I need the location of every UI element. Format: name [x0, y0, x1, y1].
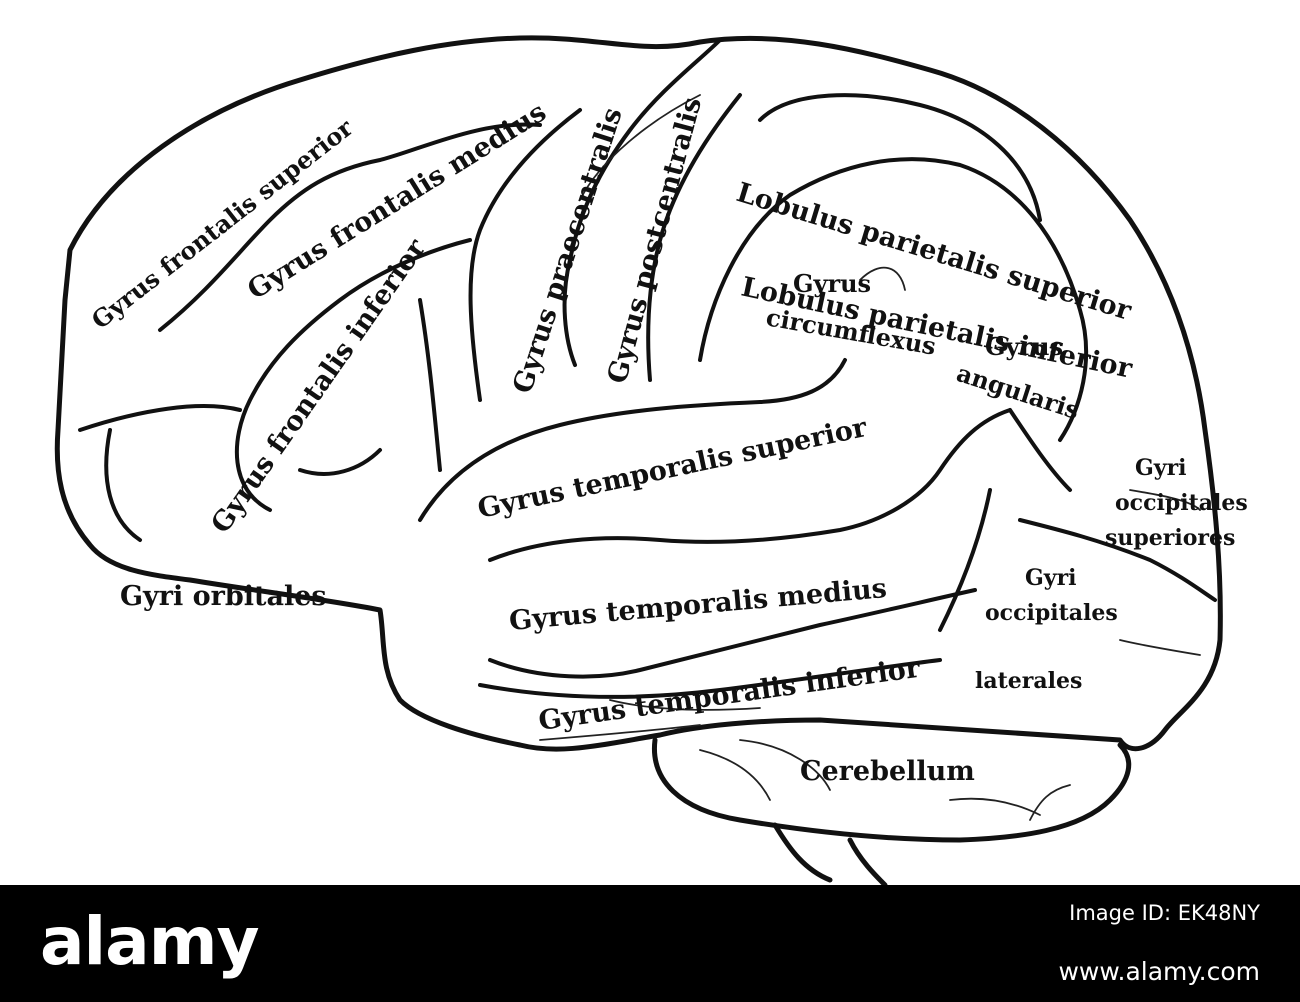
postcentral-sulcus [646, 93, 742, 382]
central-sulcus [562, 38, 722, 367]
label-gyri-occipitales-superiores-2: occipitales [1115, 490, 1248, 516]
watermark-footer: alamy Image ID: EK48NY www.alamy.com [0, 885, 1300, 1002]
cerebellum-outline [651, 737, 1132, 843]
label-gyrus-temporalis-superior: Gyrus temporalis superior [475, 412, 870, 525]
temporal-lower-edge [478, 658, 942, 699]
label-cerebellum: Cerebellum [800, 756, 975, 787]
inferior-frontal-sulcus [234, 238, 472, 512]
label-gyri-occipitales-laterales-2: occipitales [985, 600, 1118, 626]
superior-temporal-sulcus [488, 408, 1012, 562]
fine-sulci [539, 94, 1201, 741]
superior-frontal-sulcus [158, 122, 542, 332]
label-gyri-occipitales-laterales-3: laterales [975, 668, 1082, 694]
watermark-url: www.alamy.com [1058, 957, 1260, 986]
cerebrum-outline [54, 35, 1223, 752]
label-gyrus-frontalis-inferior: Gyrus frontalis inferior [205, 233, 432, 539]
lateral-sulcus [418, 358, 847, 522]
occipital-sulci [938, 408, 1217, 632]
label-gyrus-temporalis-medius: Gyrus temporalis medius [508, 573, 888, 637]
frontal-inferior-lines [78, 298, 442, 542]
label-gyri-occipitales-superiores-1: Gyri [1135, 455, 1187, 481]
label-gyri-occipitales-superiores-3: superiores [1105, 525, 1235, 551]
image-id-text: Image ID: EK48NY [1069, 901, 1260, 925]
label-gyrus-circumflexus-1: Gyrus [793, 269, 871, 298]
brainstem-outline [772, 822, 888, 885]
watermark-brand-area: alamy [0, 885, 545, 1002]
watermark-meta: Image ID: EK48NY www.alamy.com [740, 893, 1260, 993]
label-gyri-occipitales-laterales-1: Gyri [1025, 565, 1077, 591]
intraparietal-sulcus [698, 93, 1089, 442]
inferior-temporal-sulcus [488, 588, 977, 679]
precentral-sulcus [468, 108, 582, 402]
brain-diagram: Gyrus frontalis superior Gyrus frontalis… [54, 35, 1248, 885]
label-gyrus-frontalis-superior: Gyrus frontalis superior [86, 113, 359, 335]
watermark-logo: alamy [40, 903, 259, 980]
label-gyri-orbitales: Gyri orbitales [120, 581, 327, 612]
cerebellum-folia [699, 739, 1071, 821]
label-gyrus-angularis-1: Gyrus [985, 332, 1063, 361]
